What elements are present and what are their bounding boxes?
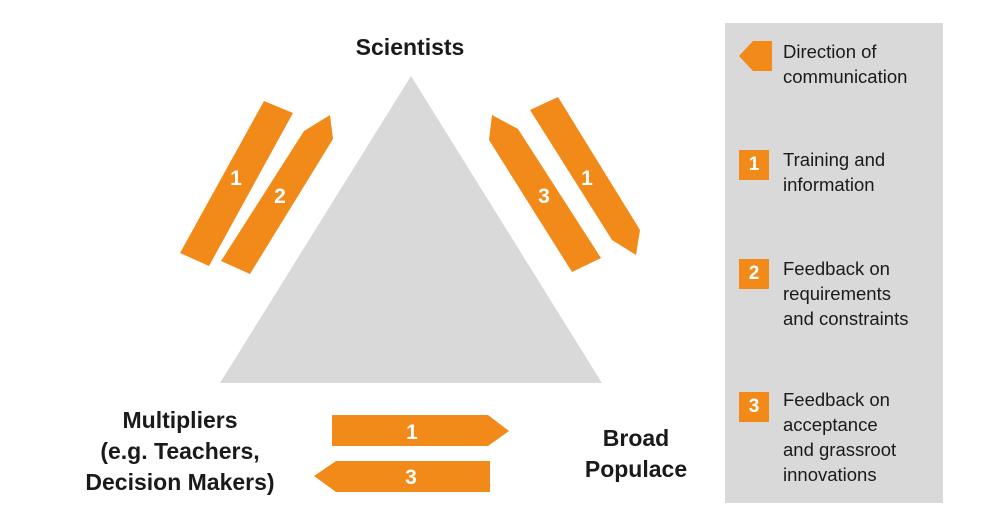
legend-item-3-text: Feedback on acceptance and grassroot inn… [783, 389, 897, 485]
legend-item-1-text: Training and information [783, 149, 886, 195]
legend-badge-1: 1 [739, 150, 769, 180]
arrow-left-inner-label: 2 [274, 185, 286, 208]
arrow-bottom-right [332, 415, 509, 446]
arrow-bottom-left-label: 3 [405, 466, 417, 489]
arrow-bottom-right-label: 1 [406, 421, 418, 444]
arrow-bottom-left [314, 461, 490, 492]
legend-badge-3: 3 [739, 392, 769, 422]
triangle [220, 76, 602, 383]
arrow-left-inner [221, 115, 333, 274]
communication-diagram: 1 2 3 1 1 3 [180, 76, 640, 492]
node-broad-populace: Broad Populace [584, 425, 688, 482]
direction-arrow-icon [739, 41, 772, 71]
legend-item-2-text: Feedback on requirements and constraints [783, 258, 909, 329]
arrow-left-outer-label: 1 [230, 167, 242, 190]
arrow-left-outer [180, 101, 293, 266]
arrow-right-inner [489, 115, 601, 272]
arrow-right-outer-label: 1 [581, 167, 593, 190]
node-multipliers: Multipliers (e.g. Teachers, Decision Mak… [85, 407, 275, 495]
arrow-right-outer [530, 97, 640, 255]
arrow-right-inner-label: 3 [538, 185, 550, 208]
node-scientists: Scientists [355, 34, 465, 60]
legend: Direction of communication 1 Training an… [725, 23, 943, 503]
legend-badge-2: 2 [739, 259, 769, 289]
legend-direction-text: Direction of communication [783, 41, 908, 87]
